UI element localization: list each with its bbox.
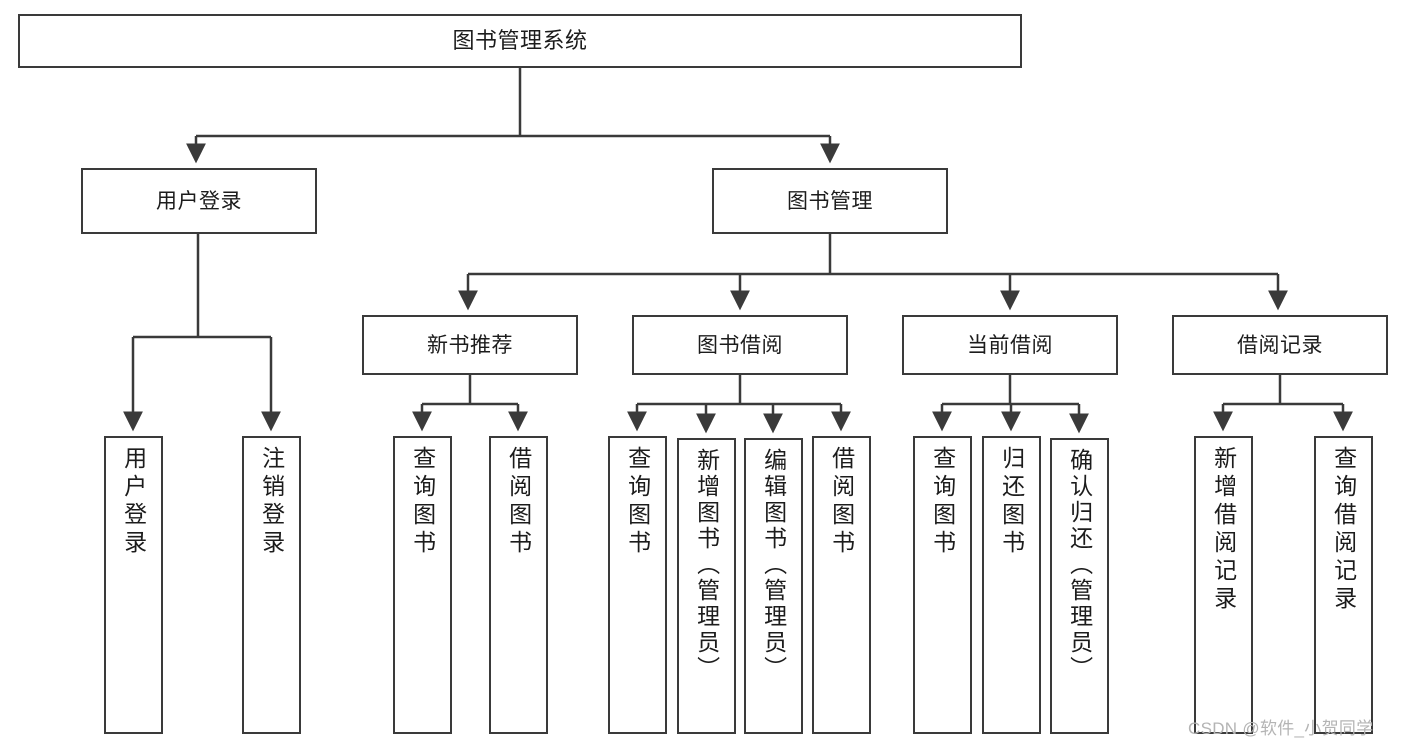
leaf-new-book-borrow[interactable]: 借阅图书: [489, 436, 548, 734]
node-root-system[interactable]: 图书管理系统: [18, 14, 1022, 68]
node-label: 用户登录: [156, 189, 242, 213]
node-label: 图书管理系统: [452, 28, 588, 53]
leaf-book-borrow-add[interactable]: 新增图书（管理员）: [677, 438, 736, 734]
node-label: 新增借阅记录: [1210, 446, 1237, 614]
node-label: 编辑图书（管理员）: [760, 448, 787, 682]
node-label: 查询图书: [409, 446, 436, 558]
node-label: 归还图书: [998, 446, 1025, 558]
node-label: 查询图书: [624, 446, 651, 558]
leaf-book-borrow-query[interactable]: 查询图书: [608, 436, 667, 734]
leaf-user-login-login[interactable]: 用户登录: [104, 436, 163, 734]
node-label: 确认归还（管理员）: [1066, 448, 1093, 682]
node-label: 借阅图书: [505, 446, 532, 558]
leaf-user-login-logout[interactable]: 注销登录: [242, 436, 301, 734]
node-label: 注销登录: [258, 446, 285, 558]
watermark-csdn: CSDN @软件_小贺同学: [1188, 719, 1374, 738]
node-book-borrow[interactable]: 图书借阅: [632, 315, 848, 375]
leaf-current-borrow-confirm-return[interactable]: 确认归还（管理员）: [1050, 438, 1109, 734]
node-label: 借阅记录: [1237, 333, 1323, 357]
node-label: 图书借阅: [697, 333, 783, 357]
node-label: 图书管理: [787, 189, 873, 213]
node-current-borrow[interactable]: 当前借阅: [902, 315, 1118, 375]
node-user-login[interactable]: 用户登录: [81, 168, 317, 234]
node-label: 新增图书（管理员）: [693, 448, 720, 682]
leaf-current-borrow-return[interactable]: 归还图书: [982, 436, 1041, 734]
leaf-borrow-record-query[interactable]: 查询借阅记录: [1314, 436, 1373, 734]
node-label: 查询图书: [929, 446, 956, 558]
node-label: 查询借阅记录: [1330, 446, 1357, 614]
node-book-management[interactable]: 图书管理: [712, 168, 948, 234]
node-label: 用户登录: [120, 446, 147, 558]
node-new-book-recommend[interactable]: 新书推荐: [362, 315, 578, 375]
node-borrow-record[interactable]: 借阅记录: [1172, 315, 1388, 375]
leaf-book-borrow-borrow[interactable]: 借阅图书: [812, 436, 871, 734]
leaf-current-borrow-query[interactable]: 查询图书: [913, 436, 972, 734]
node-label: 借阅图书: [828, 446, 855, 558]
leaf-new-book-query[interactable]: 查询图书: [393, 436, 452, 734]
node-label: 当前借阅: [967, 333, 1053, 357]
leaf-book-borrow-edit[interactable]: 编辑图书（管理员）: [744, 438, 803, 734]
node-label: 新书推荐: [427, 333, 513, 357]
leaf-borrow-record-add[interactable]: 新增借阅记录: [1194, 436, 1253, 734]
